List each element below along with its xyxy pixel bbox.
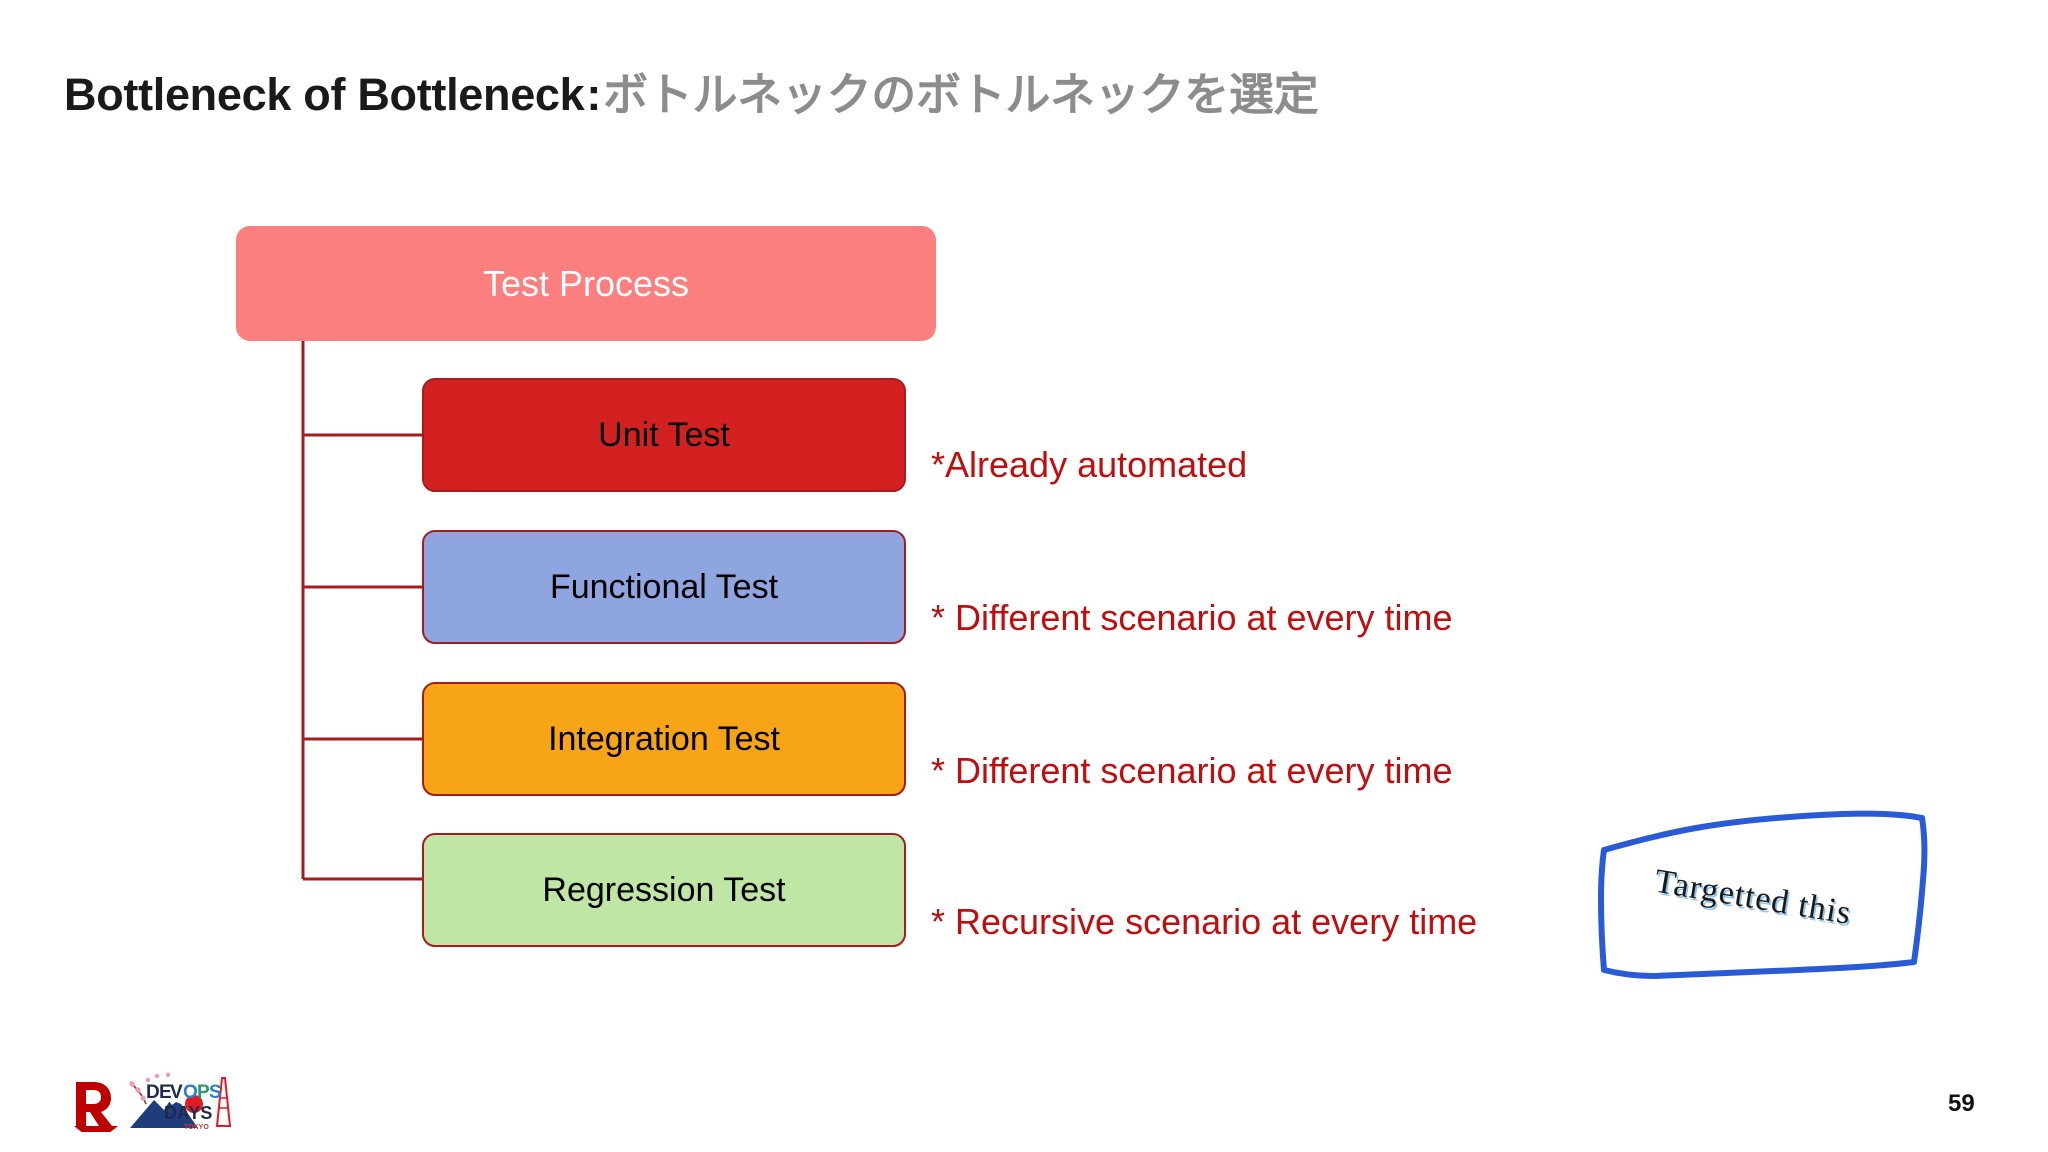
node-unit-test[interactable]: Unit Test — [422, 378, 906, 492]
annotation-integration-test: * Different scenario at every time — [931, 750, 1453, 791]
svg-text:TOKYO: TOKYO — [184, 1124, 209, 1131]
node-test-process[interactable]: Test Process — [236, 226, 936, 341]
svg-text:O: O — [183, 1082, 198, 1103]
annotation-unit-test: *Already automated — [931, 444, 1248, 485]
svg-text:D: D — [146, 1082, 160, 1103]
svg-text:S: S — [209, 1082, 222, 1103]
callout-box-outline — [1598, 810, 1928, 979]
node-integration-test-label: Integration Test — [548, 720, 780, 758]
page-title-english: Bottleneck of Bottleneck — [64, 69, 585, 120]
page-number: 59 — [1948, 1090, 1975, 1117]
node-regression-test[interactable]: Regression Test — [422, 833, 906, 947]
svg-text:DAYS: DAYS — [164, 1103, 212, 1123]
page-title-japanese: ボトルネックのボトルネックを選定 — [603, 69, 1319, 120]
node-functional-test-label: Functional Test — [549, 568, 779, 606]
node-integration-test[interactable]: Integration Test — [422, 682, 906, 796]
svg-text:P: P — [197, 1082, 210, 1103]
node-unit-test-label: Unit Test — [598, 416, 730, 454]
devopsdays-tokyo-logo-icon: D E V O P S DAYS TOKYO — [124, 1068, 236, 1134]
node-functional-test[interactable]: Functional Test — [422, 530, 906, 644]
annotation-regression-test: * Recursive scenario at every time — [931, 901, 1478, 942]
page-title: Bottleneck of Bottleneck:ボトルネックのボトルネックを選… — [64, 58, 1319, 123]
annotation-functional-test: * Different scenario at every time — [931, 597, 1453, 638]
node-test-process-label: Test Process — [482, 262, 690, 304]
node-regression-test-label: Regression Test — [542, 871, 786, 909]
svg-text:E: E — [159, 1082, 172, 1103]
rakuten-logo-icon — [74, 1082, 118, 1132]
page-title-separator: : — [586, 69, 602, 120]
svg-text:V: V — [170, 1082, 183, 1103]
